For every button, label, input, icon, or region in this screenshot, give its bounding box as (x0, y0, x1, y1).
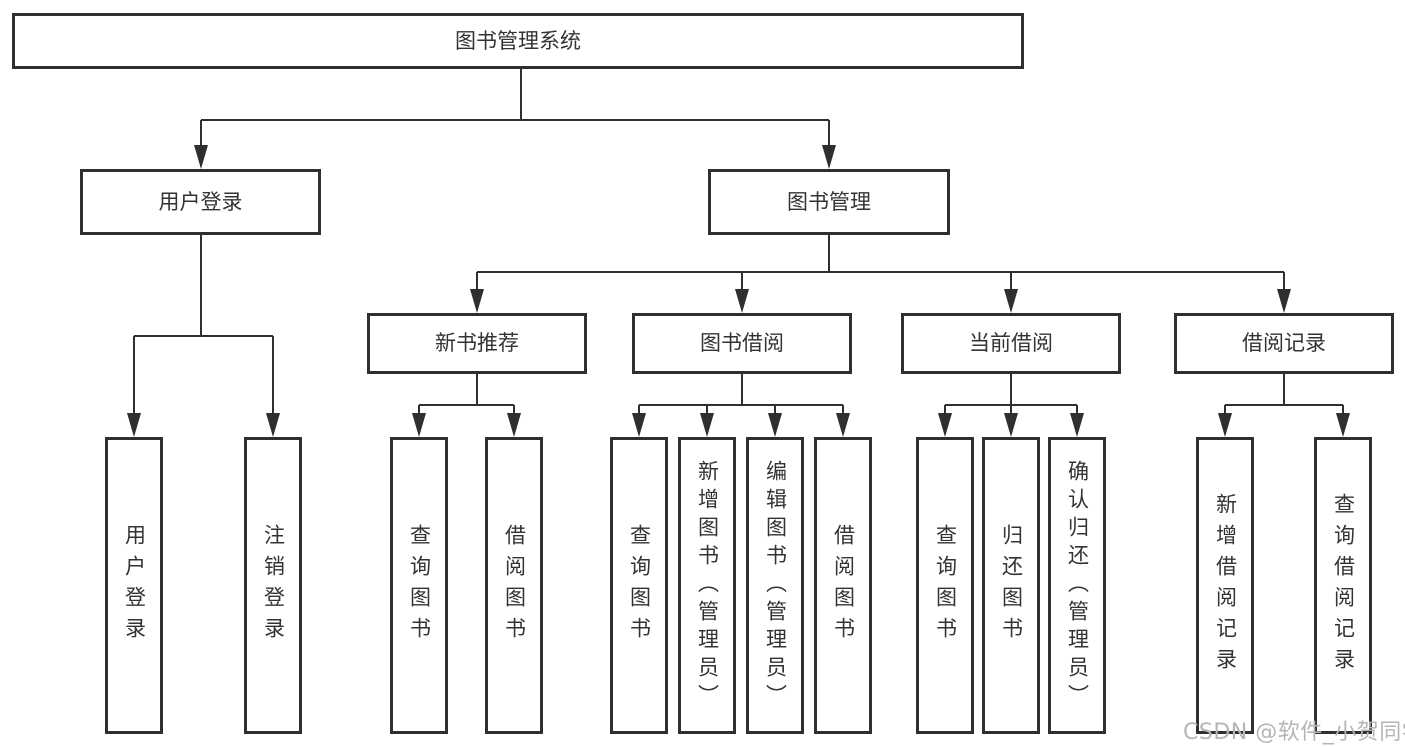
leaf-query-books-recommend: 查询图书 (390, 437, 448, 734)
leaf-logout-label: 注销登录 (261, 523, 286, 648)
leaf-return-book-label: 归还图书 (999, 523, 1024, 648)
node-new-book-recommend-label: 新书推荐 (435, 331, 519, 355)
leaf-user-login: 用户登录 (105, 437, 163, 734)
node-book-borrow-label: 图书借阅 (700, 331, 784, 355)
leaf-add-borrow-record-label: 新增借阅记录 (1213, 492, 1238, 679)
node-user-login-label: 用户登录 (158, 189, 243, 214)
leaf-user-login-label: 用户登录 (122, 523, 147, 648)
leaf-logout: 注销登录 (244, 437, 302, 734)
node-book-management-label: 图书管理 (787, 189, 871, 214)
node-borrow-records: 借阅记录 (1174, 313, 1394, 374)
leaf-query-borrow-record: 查询借阅记录 (1314, 437, 1372, 734)
leaf-query-books-current-label: 查询图书 (933, 523, 958, 648)
leaf-borrow-books-recommend-label: 借阅图书 (502, 523, 527, 648)
leaf-edit-book-admin-label: 编辑图书（管理员） (763, 459, 788, 712)
node-current-borrow-label: 当前借阅 (969, 331, 1053, 355)
watermark: CSDN @软件_小贺同学 (1183, 720, 1405, 745)
node-book-borrow: 图书借阅 (632, 313, 852, 374)
node-borrow-records-label: 借阅记录 (1242, 331, 1326, 355)
leaf-return-book: 归还图书 (982, 437, 1040, 734)
leaf-borrow-books: 借阅图书 (814, 437, 872, 734)
leaf-confirm-return-admin: 确认归还（管理员） (1048, 437, 1106, 734)
node-root-label: 图书管理系统 (455, 28, 581, 53)
leaf-borrow-books-recommend: 借阅图书 (485, 437, 543, 734)
leaf-add-book-admin-label: 新增图书（管理员） (695, 459, 720, 712)
leaf-edit-book-admin: 编辑图书（管理员） (746, 437, 804, 734)
node-root: 图书管理系统 (12, 13, 1024, 69)
leaf-confirm-return-admin-label: 确认归还（管理员） (1065, 459, 1090, 712)
leaf-borrow-books-label: 借阅图书 (831, 523, 856, 648)
leaf-query-books-borrow: 查询图书 (610, 437, 668, 734)
leaf-add-book-admin: 新增图书（管理员） (678, 437, 736, 734)
node-book-management: 图书管理 (708, 169, 950, 235)
leaf-query-books-current: 查询图书 (916, 437, 974, 734)
leaf-query-books-recommend-label: 查询图书 (407, 523, 432, 648)
node-current-borrow: 当前借阅 (901, 313, 1121, 374)
leaf-query-borrow-record-label: 查询借阅记录 (1331, 492, 1356, 679)
node-user-login: 用户登录 (80, 169, 321, 235)
node-new-book-recommend: 新书推荐 (367, 313, 587, 374)
leaf-query-books-borrow-label: 查询图书 (627, 523, 652, 648)
leaf-add-borrow-record: 新增借阅记录 (1196, 437, 1254, 734)
